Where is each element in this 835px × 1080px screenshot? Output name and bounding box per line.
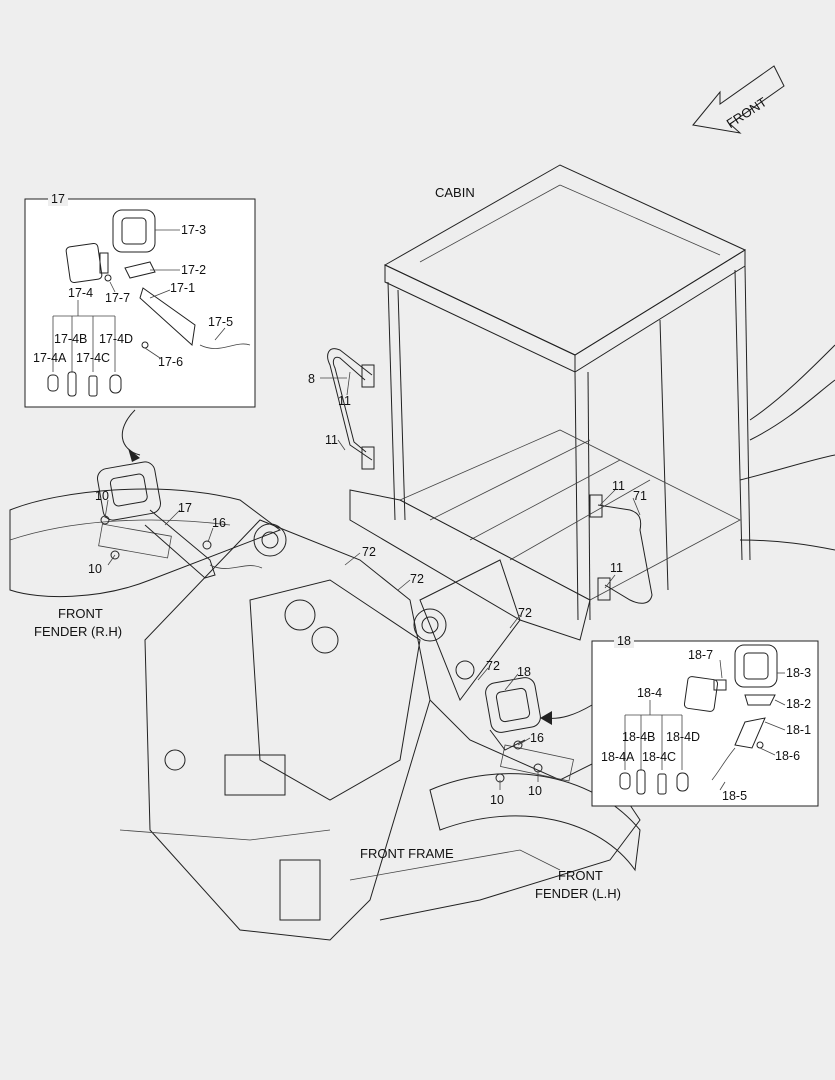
handrail-left: [327, 348, 375, 470]
part-18-4a: 18-4A: [601, 750, 635, 764]
part-17-1: 17-1: [170, 281, 195, 295]
label-front-fender-lh-2: FENDER (L.H): [535, 886, 621, 901]
label-front-fender-lh-1: FRONT: [558, 868, 603, 883]
inset-17-title: 17: [51, 192, 65, 206]
callout-72-d: 72: [486, 659, 500, 673]
inset-18: 18 18-7 18-3 18-4 18-2 18-1 18-6 18-4B 1…: [591, 632, 819, 807]
part-18-4d: 18-4D: [666, 730, 700, 744]
work-lamp-lh: [485, 677, 543, 783]
callout-11-a: 11: [338, 394, 351, 408]
part-18-1: 18-1: [786, 723, 811, 737]
callout-leaders: [104, 371, 641, 790]
label-front-frame: FRONT FRAME: [360, 846, 454, 861]
handrail-right: [589, 494, 653, 604]
label-cabin: CABIN: [435, 185, 475, 200]
callout-72-c: 72: [518, 606, 532, 620]
inset-rh-pointer: [121, 409, 141, 456]
part-18-2: 18-2: [786, 697, 811, 711]
inset-17: 17 17-3 17-2 17-4 17-7: [24, 190, 256, 408]
callout-72-a: 72: [362, 545, 376, 559]
part-17-6: 17-6: [158, 355, 183, 369]
front-direction-arrow: FRONT: [692, 65, 785, 134]
part-17-7: 17-7: [105, 291, 130, 305]
front-frame-drawing: [9, 488, 641, 941]
callout-17: 17: [178, 501, 192, 515]
callout-72-b: 72: [410, 572, 424, 586]
callout-11-b: 11: [325, 433, 338, 447]
part-18-4b: 18-4B: [622, 730, 655, 744]
callout-10-b: 10: [88, 562, 102, 576]
label-front-fender-rh-2: FENDER (R.H): [34, 624, 122, 639]
part-17-4: 17-4: [68, 286, 93, 300]
callout-16-a: 16: [212, 516, 226, 530]
part-17-3: 17-3: [181, 223, 206, 237]
part-17-2: 17-2: [181, 263, 206, 277]
inset-lh-pointer: [544, 704, 593, 719]
callout-71: 71: [633, 489, 647, 503]
callout-10-a: 10: [95, 489, 109, 503]
callout-10-c: 10: [490, 793, 504, 807]
callout-16-b: 16: [530, 731, 544, 745]
part-18-4c: 18-4C: [642, 750, 676, 764]
part-18-5: 18-5: [722, 789, 747, 803]
callout-11-c: 11: [612, 479, 625, 493]
cabin-drawing: [349, 164, 835, 641]
part-18-6: 18-6: [775, 749, 800, 763]
part-17-4b: 17-4B: [54, 332, 87, 346]
callout-10-d: 10: [528, 784, 542, 798]
part-17-4a: 17-4A: [33, 351, 67, 365]
part-18-7: 18-7: [688, 648, 713, 662]
callout-18: 18: [517, 665, 531, 679]
part-17-4d: 17-4D: [99, 332, 133, 346]
part-17-4c: 17-4C: [76, 351, 110, 365]
part-17-5: 17-5: [208, 315, 233, 329]
part-18-4: 18-4: [637, 686, 662, 700]
part-18-3: 18-3: [786, 666, 811, 680]
callout-11-d: 11: [610, 561, 623, 575]
front-arrow-label: FRONT: [724, 94, 770, 131]
label-front-fender-rh-1: FRONT: [58, 606, 103, 621]
callout-8: 8: [308, 372, 315, 386]
work-lamp-rh: [97, 461, 263, 579]
inset-18-title: 18: [617, 634, 631, 648]
